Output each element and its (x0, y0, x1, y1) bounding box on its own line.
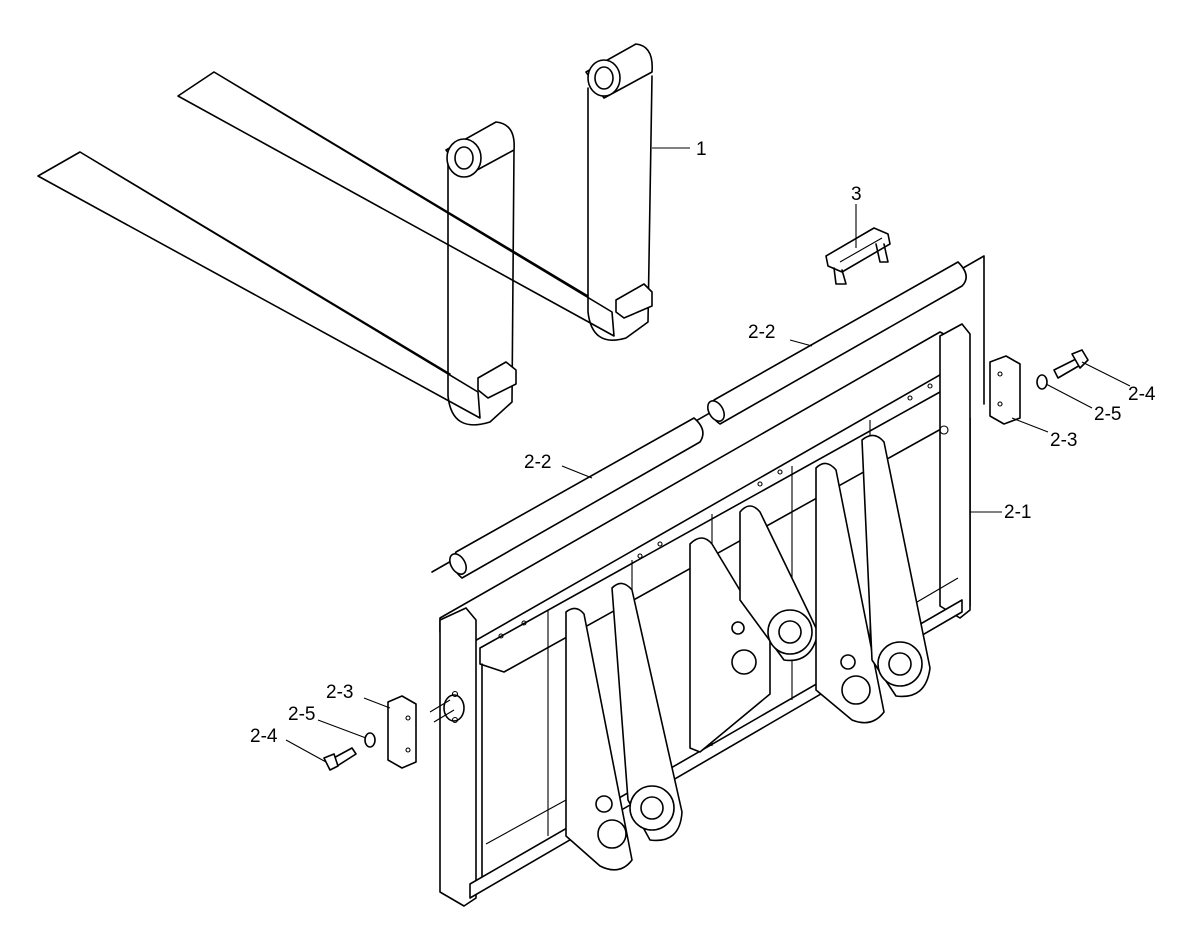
fork-front-upright (447, 149, 515, 426)
label-hook: 3 (851, 184, 862, 205)
label-pin-upper: 2-2 (748, 322, 775, 343)
label-carriage-frame: 2-1 (1004, 502, 1031, 523)
label-washer-right: 2-5 (1094, 404, 1121, 425)
label-plate-right: 2-3 (1050, 430, 1077, 451)
label-washer-left: 2-5 (288, 704, 315, 725)
frame-left-end-plate (439, 607, 477, 907)
fork-rear-upright (587, 75, 653, 341)
label-fork: 1 (696, 139, 707, 160)
callout-labels: 1 3 2-2 2-2 2-4 2-5 2-3 2-1 2-3 2-5 2-4 (250, 139, 1156, 747)
label-plate-left: 2-3 (326, 682, 353, 703)
label-bolt-right: 2-4 (1128, 384, 1156, 405)
hook-part (825, 227, 891, 285)
frame-right-end-plate (939, 323, 971, 619)
link-arms (565, 434, 931, 871)
left-hardware (323, 695, 455, 771)
fork-assembly (37, 43, 653, 426)
leader-lines (285, 147, 1131, 763)
washer-left (364, 732, 376, 748)
label-bolt-left: 2-4 (250, 726, 278, 747)
plate-left (387, 695, 417, 769)
fork-front-blade (37, 151, 481, 419)
label-pin-lower: 2-2 (524, 452, 551, 473)
fork-rear-blade (177, 71, 615, 337)
pins (449, 261, 967, 579)
washer-right (1036, 374, 1048, 390)
right-hardware (989, 349, 1089, 425)
plate-right (989, 355, 1021, 425)
